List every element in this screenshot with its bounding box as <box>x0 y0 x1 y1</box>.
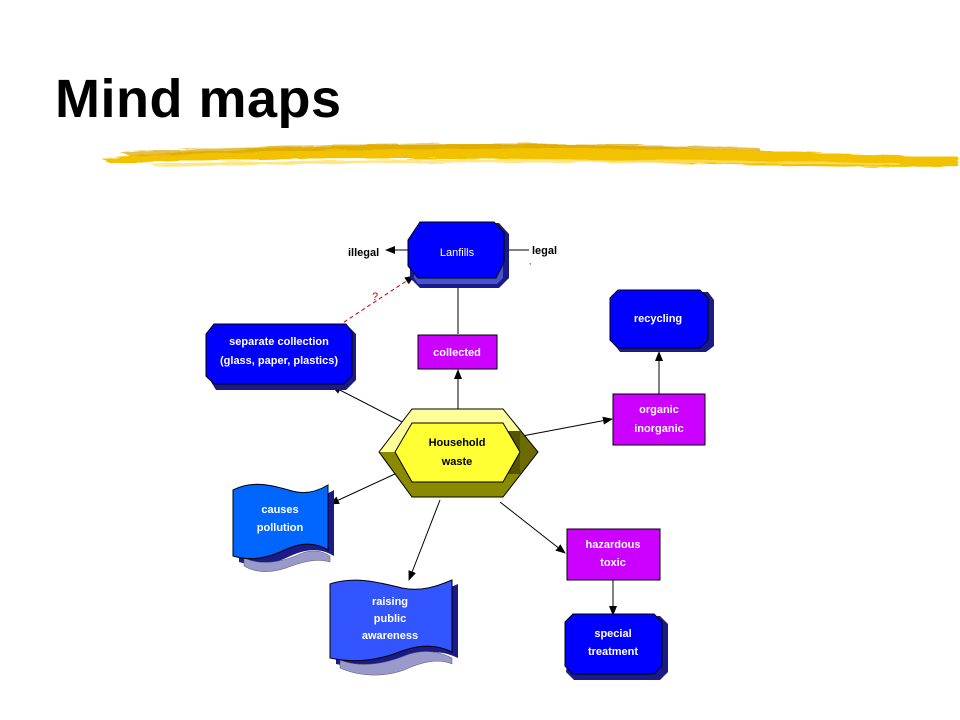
causes-label-line1: causes <box>261 504 298 516</box>
node-collected: collected <box>417 334 498 370</box>
organic-label-line1: organic <box>639 404 679 416</box>
separate-label-line2: (glass, paper, plastics) <box>220 355 338 367</box>
causes-label-line2: pollution <box>257 522 304 534</box>
hazardous-label-line2: toxic <box>600 557 626 569</box>
legal-label: legal <box>532 245 557 257</box>
raising-label-line3: awareness <box>362 630 418 642</box>
raising-label-line2: public <box>374 613 406 625</box>
connector-separate-landfills <box>337 275 415 327</box>
node-separate-collection: separate collection (glass, paper, plast… <box>205 323 356 390</box>
node-organic-inorganic: organic inorganic <box>612 393 706 446</box>
landfills-label: Lanfills <box>440 247 475 259</box>
node-recycling: recycling <box>609 289 714 352</box>
raising-label-line1: raising <box>372 596 408 608</box>
center-label-line1: Household <box>429 437 486 449</box>
illegal-label: illegal <box>348 247 379 259</box>
organic-label-line2: inorganic <box>634 423 684 435</box>
connector-center-hazardous <box>499 501 566 554</box>
node-raising-awareness: raising public awareness <box>329 579 458 676</box>
node-causes-pollution: causes pollution <box>232 483 334 572</box>
question-mark: ? <box>372 291 378 303</box>
connectors <box>329 246 663 616</box>
special-label-line1: special <box>594 628 631 640</box>
connector-center-causes <box>329 472 398 505</box>
legal-mark: , <box>529 257 531 266</box>
node-landfills: Lanfills <box>407 221 509 288</box>
connector-center-raising <box>408 499 441 581</box>
collected-label: collected <box>433 347 481 359</box>
connector-center-organic <box>516 416 613 438</box>
slide-title: Mind maps <box>55 69 342 129</box>
connector-center-separate <box>331 385 411 427</box>
special-label-line2: treatment <box>588 646 638 658</box>
center-label-line2: waste <box>441 456 473 468</box>
recycling-label: recycling <box>634 313 682 325</box>
hazardous-label-line1: hazardous <box>585 539 640 551</box>
node-special-treatment: special treatment <box>564 613 668 680</box>
separate-label-line1: separate collection <box>229 336 329 348</box>
node-hazardous-toxic: hazardous toxic <box>566 528 661 581</box>
node-household-waste: Household waste <box>378 408 539 498</box>
title-underline-brushstroke <box>100 143 958 167</box>
